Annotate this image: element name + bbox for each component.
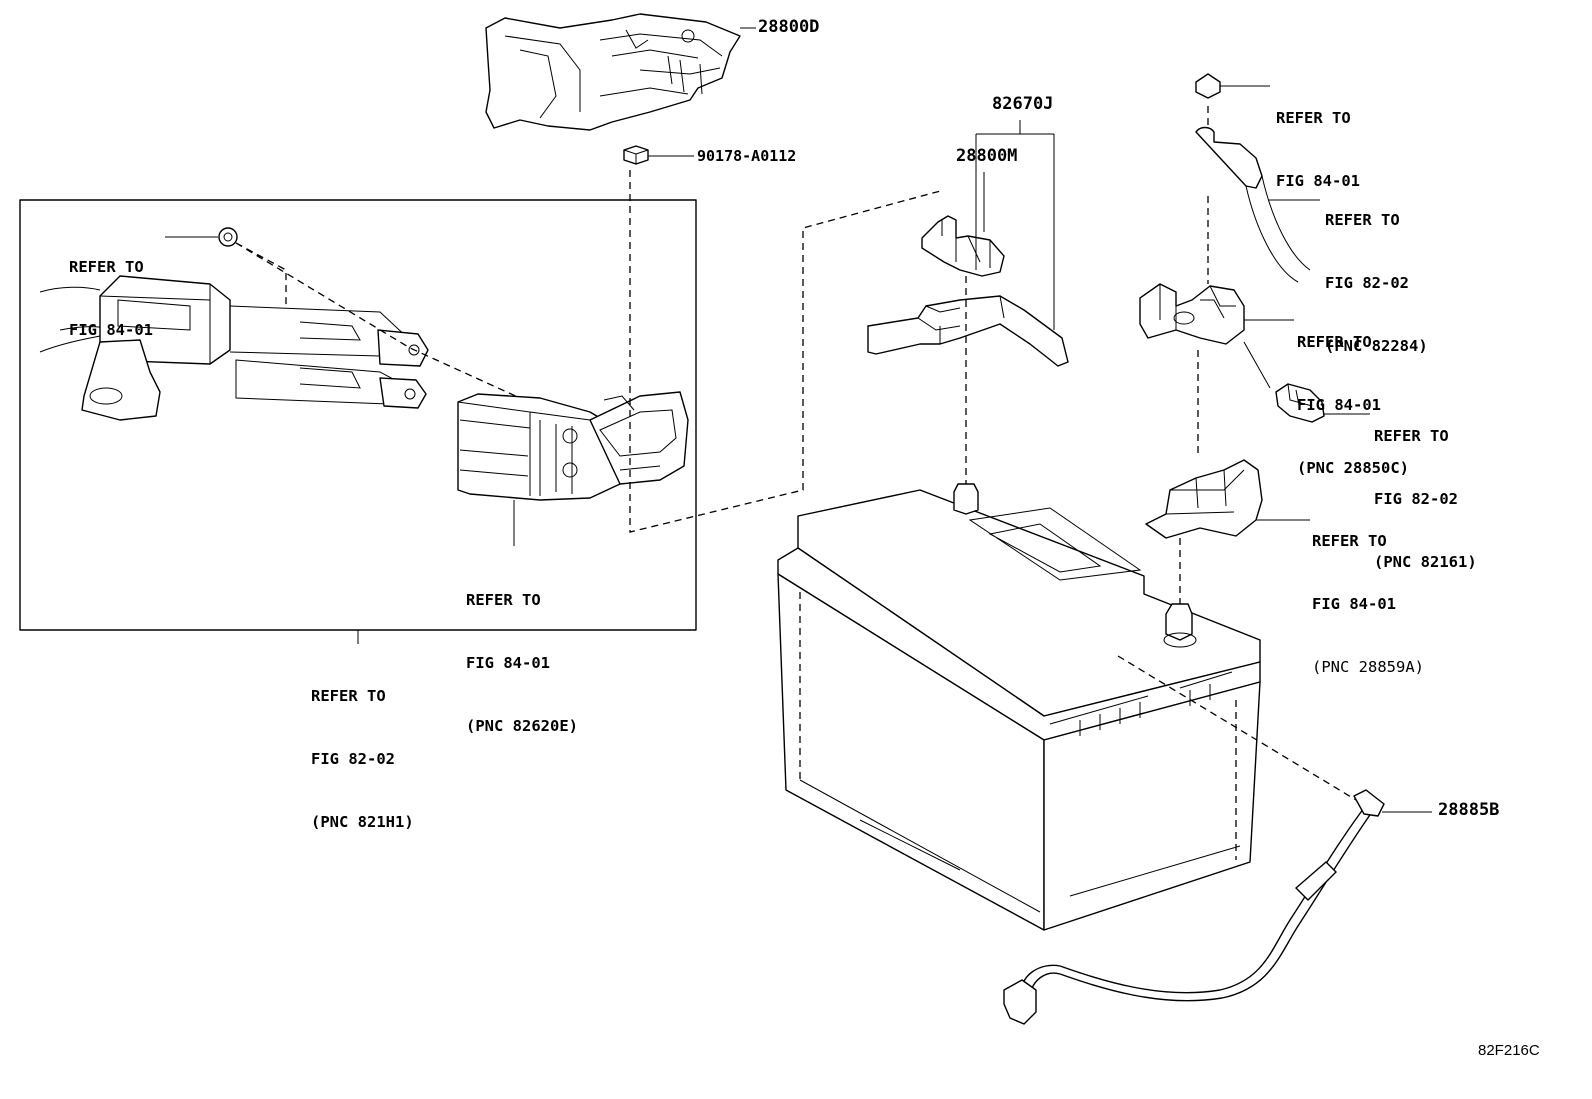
clamp-28800m[interactable]	[921, 215, 1005, 277]
ref-line: REFER TO	[1374, 427, 1449, 445]
bracket-28800d[interactable]	[485, 13, 741, 131]
bracket-82670j[interactable]	[867, 295, 1069, 367]
ref-line: REFER TO	[311, 687, 386, 705]
ref-right-nut: REFER TO FIG 84-01	[1276, 66, 1360, 213]
part-number-28800d: 28800D	[758, 17, 820, 37]
ref-line: (PNC 82284)	[1325, 337, 1428, 355]
ref-line: FIG 82-02	[1374, 490, 1458, 508]
terminal-cover-28859a[interactable]	[1145, 459, 1263, 539]
ref-positive-terminal: REFER TO FIG 84-01 (PNC 28850C)	[1297, 290, 1409, 500]
negative-cable-28885b[interactable]	[1003, 789, 1385, 1025]
right-nut[interactable]	[1195, 73, 1221, 99]
ref-terminal-cover: REFER TO FIG 84-01 (PNC 28859A)	[1312, 489, 1424, 699]
ref-line: REFER TO	[1325, 211, 1400, 229]
diagram-code: 82F216C	[1478, 1042, 1540, 1059]
positive-terminal-28850c[interactable]	[1139, 283, 1245, 345]
part-number-28800m: 28800M	[956, 146, 1018, 166]
dash-negative	[1117, 655, 1357, 801]
ref-line: FIG 82-02	[1325, 274, 1409, 292]
ref-inset-nut: REFER TO FIG 84-01	[69, 215, 153, 362]
ref-line: FIG 84-01	[1312, 595, 1396, 613]
ref-line: FIG 82-02	[311, 750, 395, 768]
ref-line: FIG 84-01	[1276, 172, 1360, 190]
ref-inset-box: REFER TO FIG 82-02 (PNC 821H1)	[311, 644, 414, 854]
positive-cable-82284[interactable]	[1195, 126, 1311, 283]
ref-line: REFER TO	[69, 258, 144, 276]
ref-line: (PNC 821H1)	[311, 813, 414, 831]
fuse-block-82620e[interactable]	[457, 391, 689, 501]
leader-82670j	[975, 120, 1055, 330]
ref-line: (PNC 82620E)	[466, 717, 578, 735]
dash-inset	[235, 242, 521, 399]
ref-line: REFER TO	[1312, 532, 1387, 550]
leader-sensor	[1243, 341, 1370, 415]
ref-positive-cable: REFER TO FIG 82-02 (PNC 82284)	[1325, 168, 1428, 378]
inset-harness[interactable]	[39, 275, 429, 421]
ref-line: FIG 84-01	[466, 654, 550, 672]
ref-line: FIG 84-01	[1297, 396, 1381, 414]
ref-line: (PNC 82161)	[1374, 553, 1477, 571]
ref-line: (PNC 28850C)	[1297, 459, 1409, 477]
part-number-90178-a0112: 90178-A0112	[697, 147, 797, 165]
dash-main	[629, 170, 945, 533]
ref-line: FIG 84-01	[69, 321, 153, 339]
ref-line: REFER TO	[466, 591, 541, 609]
nut-90178-a0112[interactable]	[623, 145, 649, 165]
ref-line: REFER TO	[1276, 109, 1351, 127]
part-number-82670j: 82670J	[992, 94, 1054, 114]
ref-line: (PNC 28859A)	[1312, 658, 1424, 676]
ref-line: REFER TO	[1297, 333, 1372, 351]
ref-sensor: REFER TO FIG 82-02 (PNC 82161)	[1374, 384, 1477, 594]
part-number-28885b: 28885B	[1438, 800, 1500, 820]
inset-nut[interactable]	[218, 227, 238, 247]
sensor-82161[interactable]	[1275, 383, 1325, 423]
battery[interactable]	[777, 483, 1261, 931]
ref-fuse-block: REFER TO FIG 84-01 (PNC 82620E)	[466, 548, 578, 758]
